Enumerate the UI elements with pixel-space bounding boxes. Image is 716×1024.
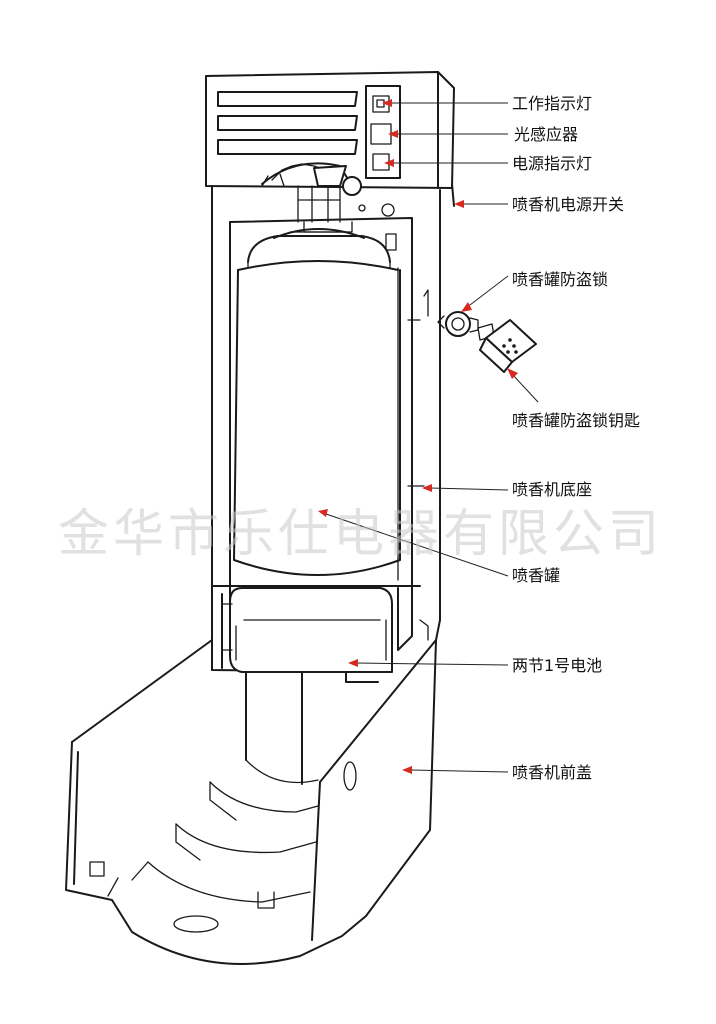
aerosol-can-drawing <box>233 228 401 576</box>
label-front-cover: 喷香机前盖 <box>512 763 593 782</box>
label-power-switch: 喷香机电源开关 <box>512 195 625 214</box>
label-lock-key: 喷香罐防盗锁钥匙 <box>512 411 641 430</box>
dispenser-base <box>211 173 441 671</box>
label-base: 喷香机底座 <box>512 480 593 499</box>
label-power-indicator: 电源指示灯 <box>512 154 593 173</box>
label-batteries: 两节1号电池 <box>512 656 603 675</box>
lock-key-drawing <box>477 319 537 373</box>
callout-leaders <box>318 99 539 774</box>
dispenser-head <box>205 71 455 207</box>
battery-compartment <box>211 585 429 683</box>
lock-drawing <box>437 311 479 337</box>
label-work-indicator: 工作指示灯 <box>512 94 593 113</box>
front-cover-drawing <box>65 639 437 965</box>
company-watermark: 金华市乐仕电器有限公司 <box>58 505 664 564</box>
label-light-sensor: 光感应器 <box>514 125 579 144</box>
label-aerosol-can: 喷香罐 <box>512 566 561 585</box>
label-can-lock: 喷香罐防盗锁 <box>512 270 609 289</box>
